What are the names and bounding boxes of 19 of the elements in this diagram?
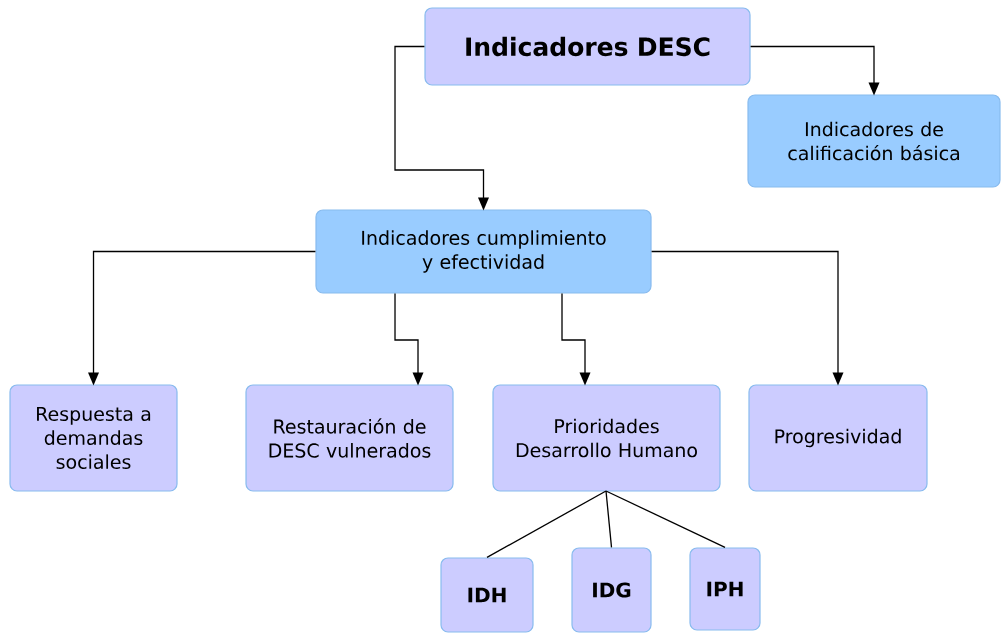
arrow [394, 292, 424, 386]
box: Respuesta a demandas sociales [9, 384, 178, 492]
arrow [650, 250, 844, 386]
connector-line [486, 490, 607, 559]
box: Indicadores DESC [424, 7, 751, 86]
box: Restauración de DESC vulnerados [245, 384, 454, 492]
box: Indicadores de calificación básica [747, 94, 1001, 188]
arrow [561, 292, 591, 386]
arrow [88, 250, 317, 386]
arrow [394, 45, 489, 211]
box: IDH [440, 557, 534, 633]
box: Indicadores cumplimiento y efectividad [315, 209, 652, 294]
box: Prioridades Desarrollo Humano [492, 384, 721, 492]
connector-line [605, 490, 726, 549]
box: IDG [571, 547, 652, 633]
box: Progresividad [748, 384, 928, 492]
connector-line [605, 490, 613, 549]
box: IPH [689, 547, 761, 631]
arrow [749, 45, 880, 96]
